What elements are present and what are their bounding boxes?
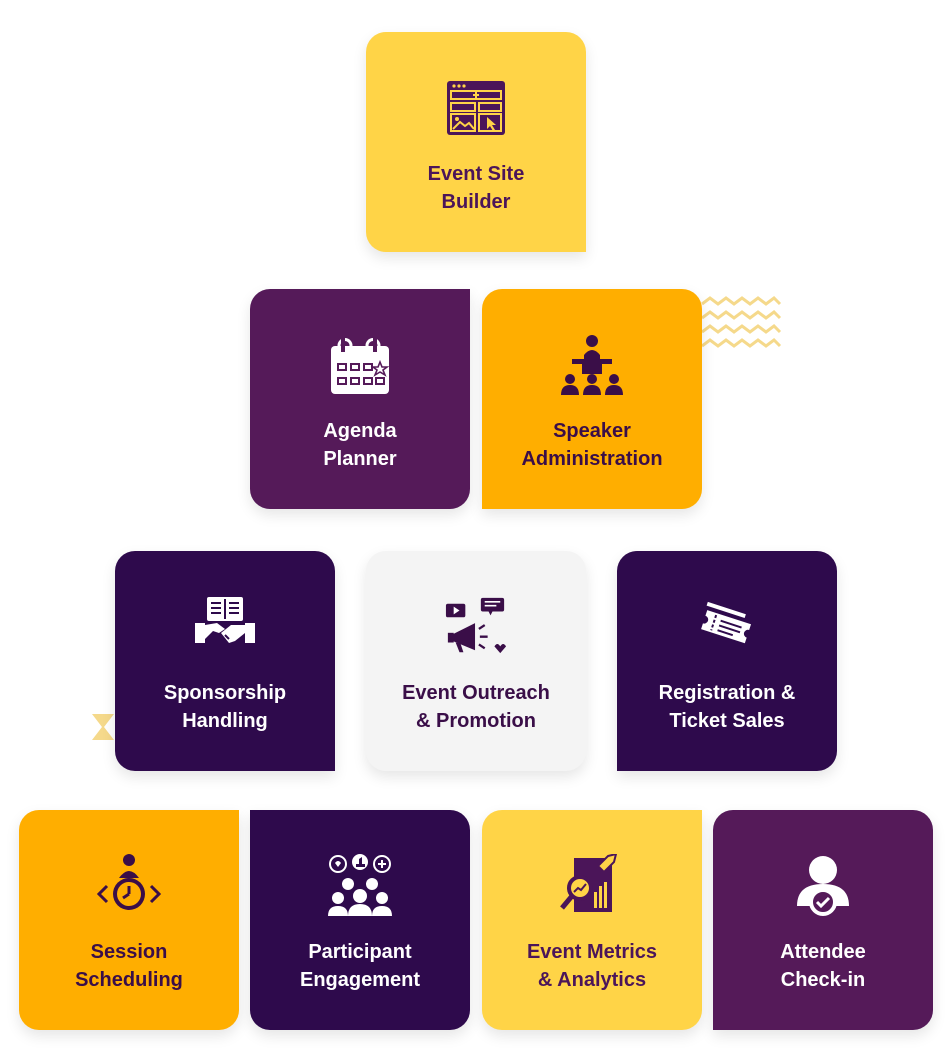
card-participant-engagement: Participant Engagement (250, 810, 470, 1030)
analytics-report-icon (560, 854, 624, 918)
card-attendee-check-in: Attendee Check-in (713, 810, 933, 1030)
calendar-icon (328, 333, 392, 397)
card-event-outreach-promotion: Event Outreach & Promotion (366, 551, 586, 771)
website-builder-icon (444, 76, 508, 140)
megaphone-icon (444, 595, 508, 659)
card-sponsorship-handling: Sponsorship Handling (115, 551, 335, 771)
card-label: Agenda Planner (323, 420, 397, 470)
card-label: Attendee Check-in (780, 941, 866, 991)
zigzag-decoration (701, 296, 782, 348)
card-label: Speaker Administration (521, 420, 663, 470)
card-speaker-administration: Speaker Administration (482, 289, 702, 509)
card-label: Session Scheduling (75, 941, 183, 991)
user-check-icon (791, 854, 855, 918)
card-label: Event Outreach & Promotion (402, 682, 550, 732)
card-label: Event Site Builder (427, 163, 525, 213)
card-event-metrics-analytics: Event Metrics & Analytics (482, 810, 702, 1030)
hourglass-decoration (92, 714, 114, 740)
card-label: Event Metrics & Analytics (526, 941, 658, 991)
card-label: Participant Engagement (299, 941, 421, 991)
speaker-podium-icon (560, 333, 624, 397)
group-reactions-icon (328, 854, 392, 918)
card-label: Sponsorship Handling (163, 682, 287, 732)
ticket-icon (695, 595, 759, 659)
card-session-scheduling: Session Scheduling (19, 810, 239, 1030)
card-label: Registration & Ticket Sales (658, 682, 796, 732)
handshake-icon (193, 595, 257, 659)
card-registration-ticket-sales: Registration & Ticket Sales (617, 551, 837, 771)
card-event-site-builder: Event Site Builder (366, 32, 586, 252)
clock-person-icon (97, 854, 161, 918)
card-agenda-planner: Agenda Planner (250, 289, 470, 509)
